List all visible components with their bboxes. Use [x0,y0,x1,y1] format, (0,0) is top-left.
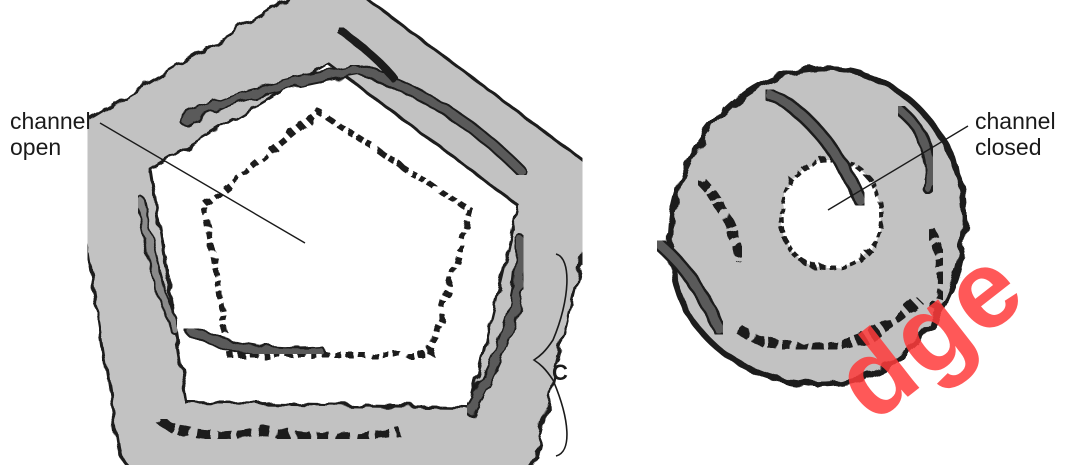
channel-closed-label-line1: channel [975,108,1056,134]
channel-closed-label-line2: closed [975,134,1041,160]
channel-open-label-line1: channel [10,108,91,134]
open-channel-structure [110,18,560,445]
channel-open-label-line2: open [10,134,61,160]
section-c-label: C [552,360,568,386]
